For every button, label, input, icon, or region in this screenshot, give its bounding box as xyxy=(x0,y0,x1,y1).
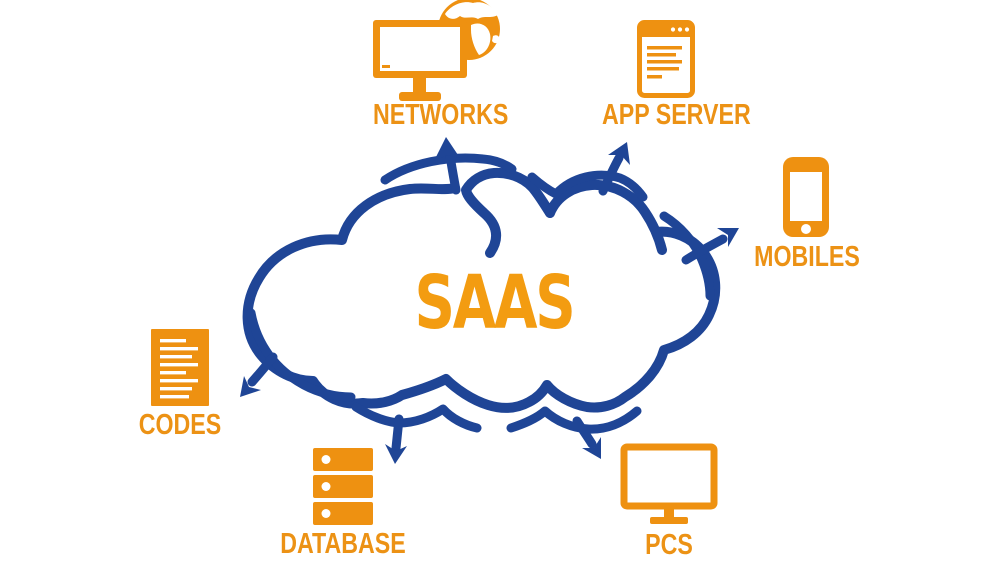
node-pcs-label: PCS xyxy=(645,529,693,561)
swoosh-top-left xyxy=(380,153,517,185)
swoosh-bottom-center xyxy=(351,402,482,433)
cloud-outline xyxy=(242,183,721,413)
desktop-monitor-icon xyxy=(620,443,718,524)
cloud-top-middle-bump xyxy=(461,167,555,258)
smartphone-icon xyxy=(783,157,829,237)
arrow-mobiles-head xyxy=(717,228,739,247)
arrow-mobiles-shaft xyxy=(681,234,728,265)
node-database-label: DATABASE xyxy=(280,528,406,560)
arrow-pcs-shaft xyxy=(572,416,597,449)
swoosh-right xyxy=(659,211,715,301)
arrow-networks-head xyxy=(434,137,460,161)
monitor-globe-icon xyxy=(373,0,500,101)
arrow-networks-shaft xyxy=(445,151,461,195)
arrow-codes-shaft xyxy=(247,352,278,387)
swoosh-top-right xyxy=(527,170,648,202)
swoosh-bottom-right xyxy=(506,406,642,434)
node-mobiles-label: MOBILES xyxy=(754,241,860,273)
cloud-top-right-bump xyxy=(545,179,667,255)
node-codes-label: CODES xyxy=(138,409,222,441)
arrow-database-head xyxy=(385,444,407,464)
code-document-icon xyxy=(151,329,209,406)
node-networks-label: NETWORKS xyxy=(373,99,509,131)
server-stack-icon xyxy=(313,448,373,525)
arrow-appserver-head xyxy=(608,142,630,165)
cloud-title: SAAS xyxy=(414,260,576,346)
arrow-appserver-shaft xyxy=(598,153,624,196)
arrow-codes-head xyxy=(240,376,261,397)
arrow-pcs-head xyxy=(582,437,601,459)
browser-window-icon xyxy=(637,20,695,98)
arrow-database-shaft xyxy=(391,414,404,453)
swoosh-bottom-left xyxy=(246,308,356,402)
node-app-server-label: APP SERVER xyxy=(602,99,751,131)
